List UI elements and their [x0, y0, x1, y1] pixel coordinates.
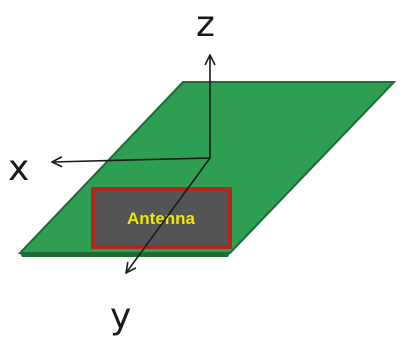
y-axis-label: y	[110, 296, 131, 337]
x-axis-label: x	[8, 148, 29, 189]
z-axis-label: z	[196, 4, 215, 45]
antenna-label: Antenna	[127, 209, 196, 228]
antenna	[91, 187, 232, 249]
x-axis	[52, 158, 211, 162]
ground-plane-edge	[20, 253, 230, 257]
y-axis	[126, 157, 211, 273]
